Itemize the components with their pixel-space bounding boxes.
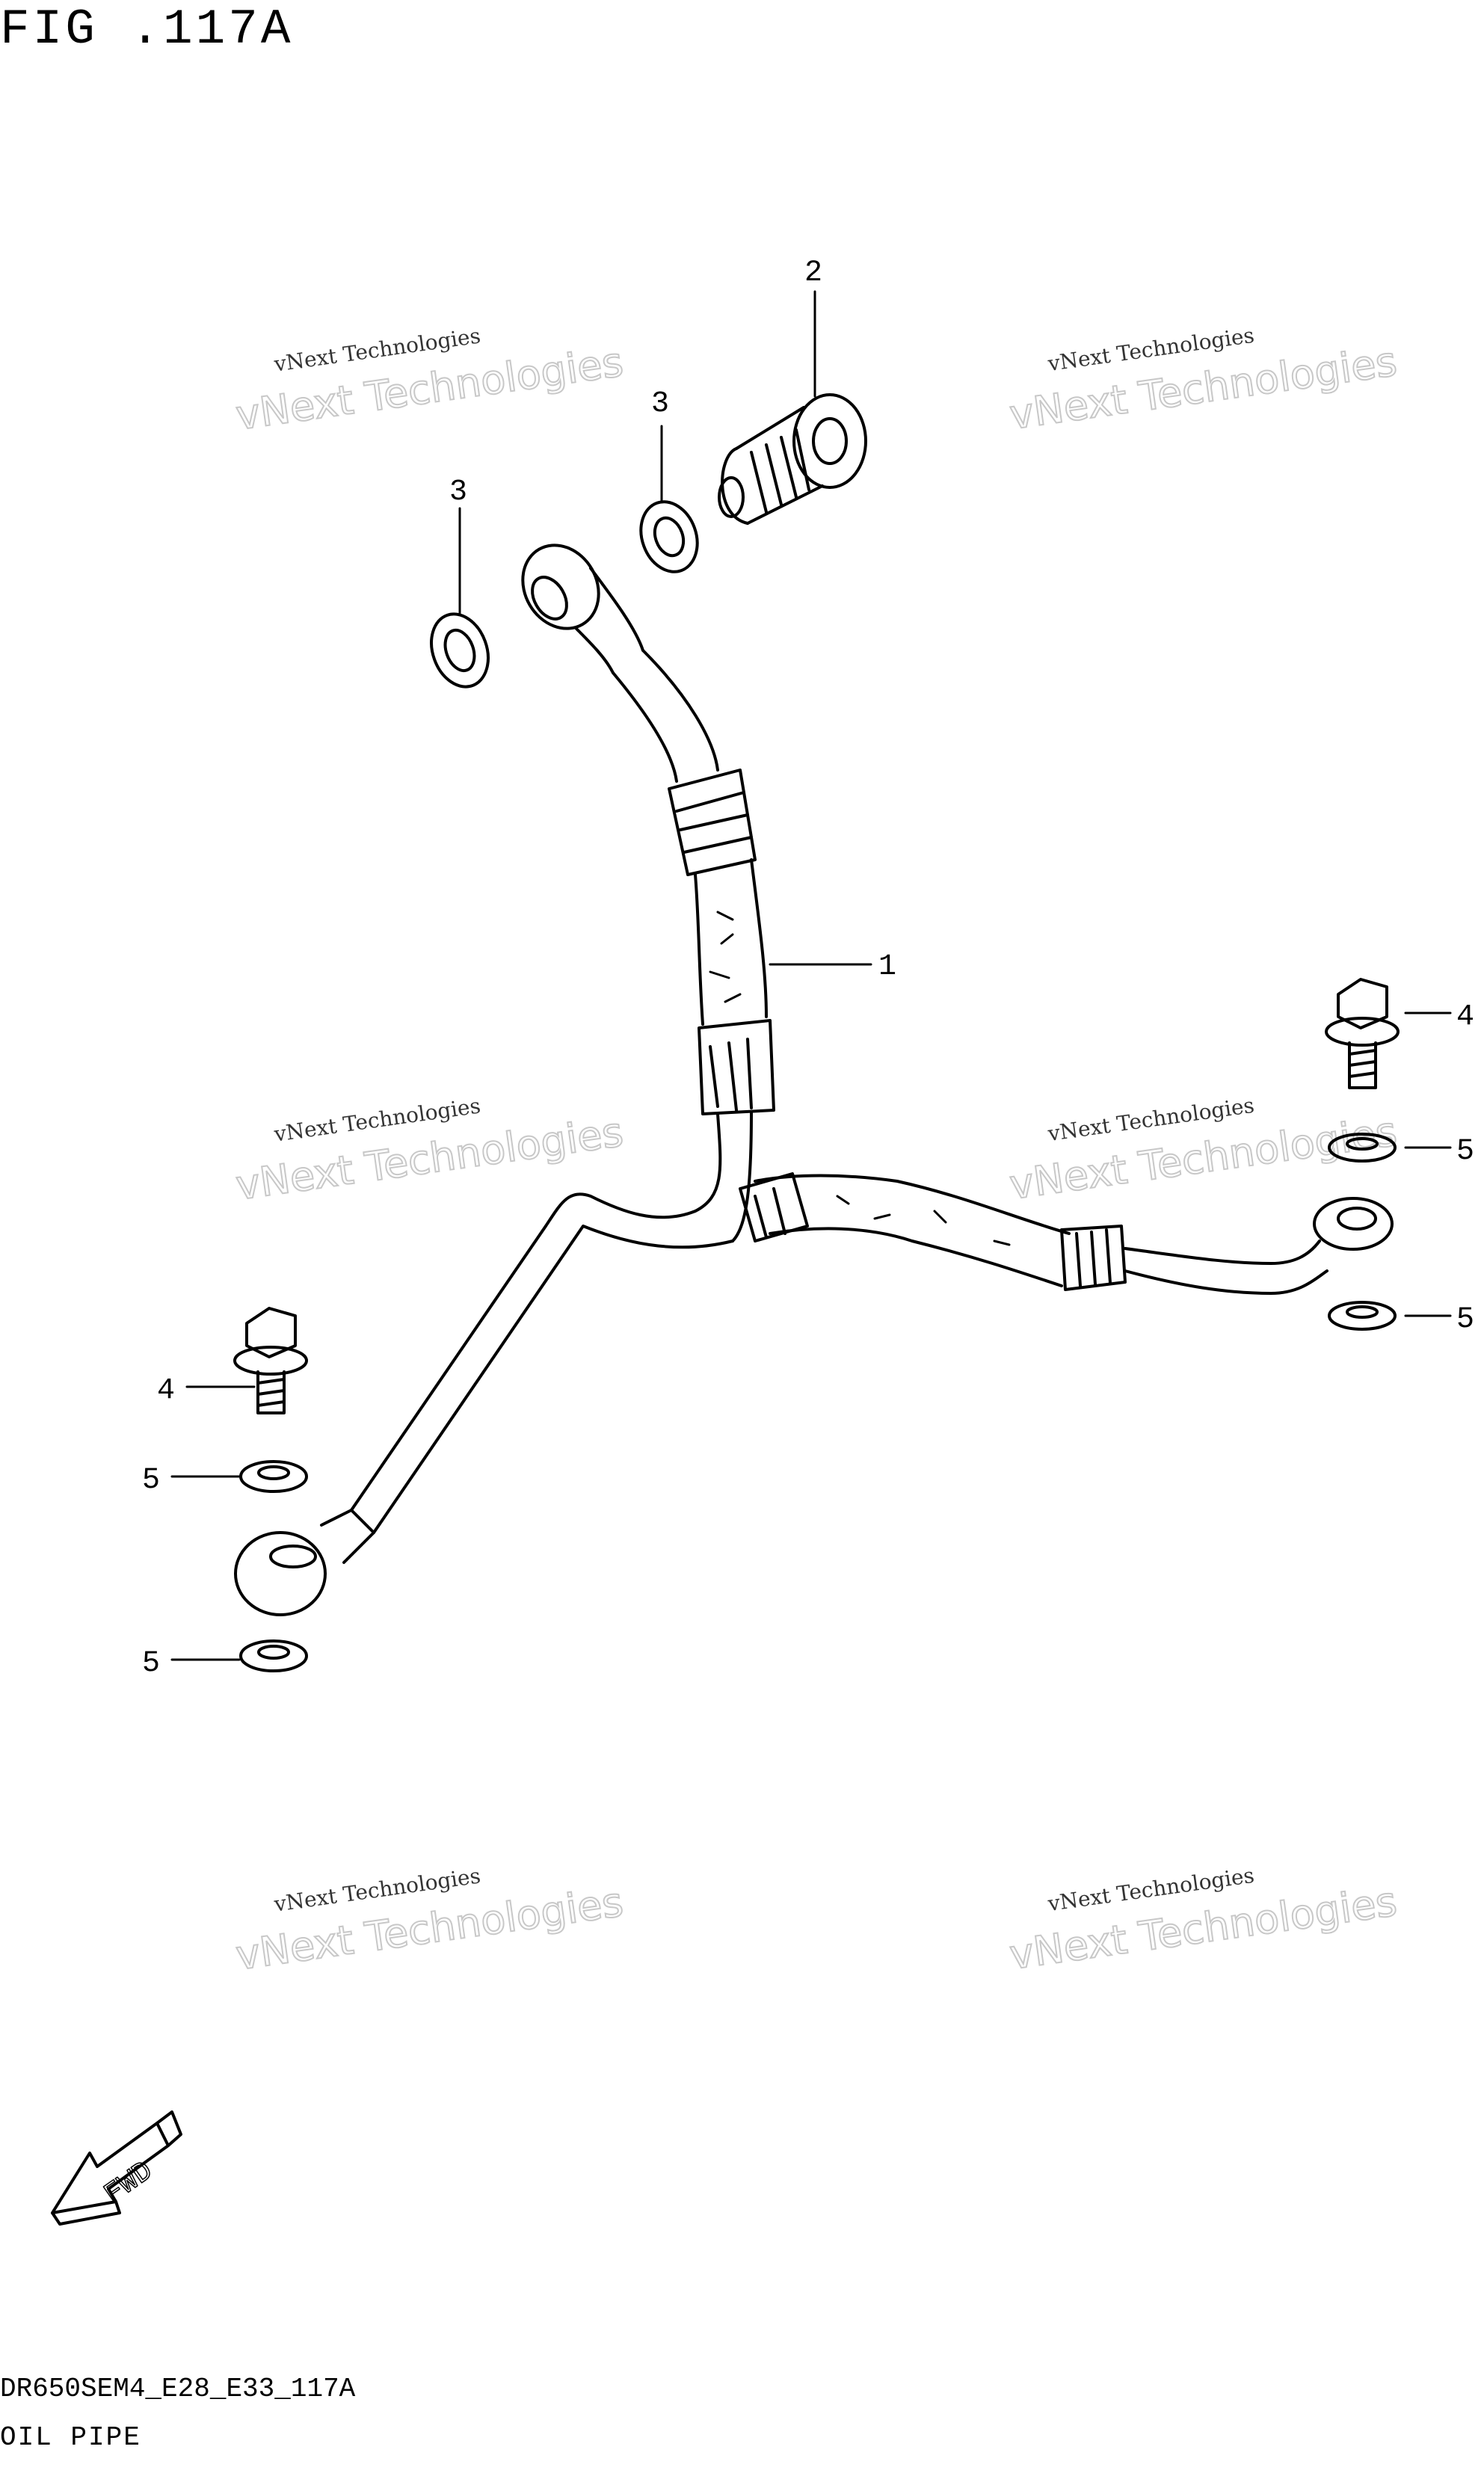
watermark-middle-right: vNext Technologies vNext Technologies: [1006, 1093, 1401, 1210]
figure-title: FIG .117A: [0, 1, 294, 58]
callout-5-right-upper: 5: [1456, 1135, 1474, 1168]
union-bolt-part-2: [718, 393, 867, 525]
callout-3-left: 3: [449, 475, 467, 509]
callout-5-right-lower: 5: [1456, 1303, 1474, 1337]
watermark-top-right: vNext Technologies vNext Technologies: [1006, 323, 1401, 440]
washer-part-5-left-upper: [239, 1460, 308, 1493]
callout-leaders: [170, 290, 1452, 1661]
washer-part-3-left: [430, 612, 490, 689]
callout-5-left-upper: 5: [142, 1464, 160, 1497]
watermark-top-left: vNext Technologies vNext Technologies: [233, 323, 627, 440]
bolt-part-4-left: [233, 1307, 308, 1414]
diagram-title: OIL PIPE: [0, 2422, 141, 2453]
watermark-bottom-right: vNext Technologies vNext Technologies: [1006, 1863, 1401, 1980]
callout-5-left-lower: 5: [142, 1647, 160, 1681]
oil-pipe-part-1: [234, 544, 1394, 1616]
watermark-bottom-left: vNext Technologies vNext Technologies: [233, 1863, 627, 1980]
callout-2: 2: [804, 256, 822, 290]
washer-part-5-right-upper: [1328, 1133, 1397, 1163]
fwd-arrow-icon: FWD: [51, 2110, 182, 2226]
callout-4-right: 4: [1456, 1000, 1474, 1034]
washer-part-5-right-lower: [1328, 1301, 1397, 1331]
washer-part-5-left-lower: [239, 1639, 308, 1672]
watermark-middle-left: vNext Technologies vNext Technologies: [233, 1093, 627, 1210]
bolt-part-4-right: [1325, 978, 1400, 1089]
washer-part-3-upper: [639, 500, 699, 573]
callout-4-left: 4: [157, 1374, 175, 1408]
callout-3-upper: 3: [651, 387, 669, 421]
callout-1: 1: [878, 950, 896, 984]
model-code: DR650SEM4_E28_E33_117A: [0, 2374, 356, 2404]
